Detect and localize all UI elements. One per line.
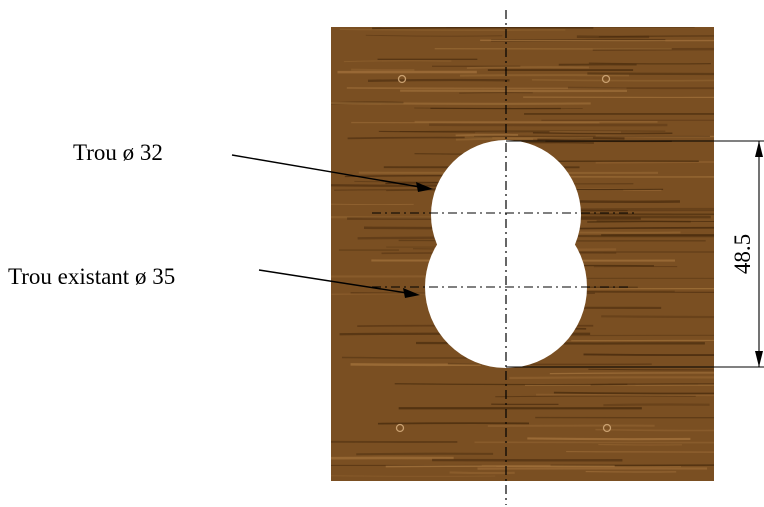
wood-grain-streak: [509, 376, 714, 380]
wood-grain-streak: [590, 383, 714, 386]
wood-grain-streak: [495, 395, 696, 398]
wood-grain-streak: [566, 450, 714, 453]
wood-grain-streak: [372, 27, 594, 30]
wood-grain-streak: [575, 226, 714, 230]
label-hole-small-text: Trou ø 32: [73, 140, 163, 165]
wood-grain-streak: [567, 86, 714, 90]
wood-grain-streak: [587, 72, 714, 76]
dimension-arrow-top: [755, 141, 763, 157]
wood-grain-streak: [595, 428, 714, 432]
wood-grain-streak: [583, 353, 714, 357]
wood-grain-streak: [595, 160, 714, 164]
wood-grain-streak: [537, 137, 625, 141]
wood-grain-streak: [378, 130, 550, 133]
wood-grain-streak: [331, 184, 444, 187]
wood-grain-streak: [339, 28, 566, 31]
wood-grain-streak: [531, 79, 714, 82]
wood-grain-streak: [588, 62, 711, 65]
label-hole-small: Trou ø 32: [73, 140, 433, 192]
wood-grain-streak: [466, 66, 589, 70]
label-hole-existing-text: Trou existant ø 35: [8, 264, 175, 289]
wood-grain-streak: [532, 131, 673, 135]
wood-grain-streak: [588, 368, 714, 371]
wood-grain-streak: [603, 403, 710, 407]
wood-grain-streak: [549, 372, 714, 375]
wood-grain-streak: [343, 60, 452, 63]
wood-grain-streak: [367, 78, 510, 83]
wood-grain-streak: [356, 452, 494, 456]
wood-grain-streak: [331, 102, 591, 105]
wood-grain-streak: [347, 136, 493, 140]
wood-grain-streak: [331, 475, 496, 477]
wood-grain-streak: [596, 220, 714, 222]
leader-arrow-hole-existing: [258, 269, 408, 294]
wood-grain-streak: [553, 391, 714, 395]
wood-grain-streak: [550, 212, 714, 216]
screw-holes: [395, 74, 612, 433]
wood-grain-streak: [455, 137, 534, 141]
leader-arrowhead-hole-small: [416, 182, 433, 192]
screw-hole-top-left: [397, 74, 407, 84]
dimension-arrow-bottom: [755, 351, 763, 367]
wood-grain-streak: [365, 34, 503, 37]
dimension-48-5: 48.5: [506, 140, 764, 368]
wood-grain-streak: [447, 362, 652, 366]
screw-hole-bottom-right: [602, 423, 612, 433]
leader-arrowhead-hole-existing: [403, 288, 420, 298]
wood-grain-streak: [464, 136, 593, 140]
wood-grain-streak: [459, 74, 629, 77]
label-hole-existing: Trou existant ø 35: [8, 264, 420, 298]
wood-grain-streak: [399, 130, 666, 132]
screw-hole-bottom-left: [395, 423, 405, 433]
wood-grain-streak: [449, 471, 515, 475]
screw-hole-top-right: [601, 74, 611, 84]
wood-grain-streak: [527, 437, 691, 441]
wood-grain-streak: [455, 133, 519, 137]
wood-grain-streak: [601, 315, 714, 319]
wood-grain-streak: [346, 87, 627, 90]
leader-arrow-hole-small: [231, 154, 421, 188]
dimension-value: 48.5: [730, 234, 755, 274]
wood-grain-streak: [377, 422, 530, 425]
